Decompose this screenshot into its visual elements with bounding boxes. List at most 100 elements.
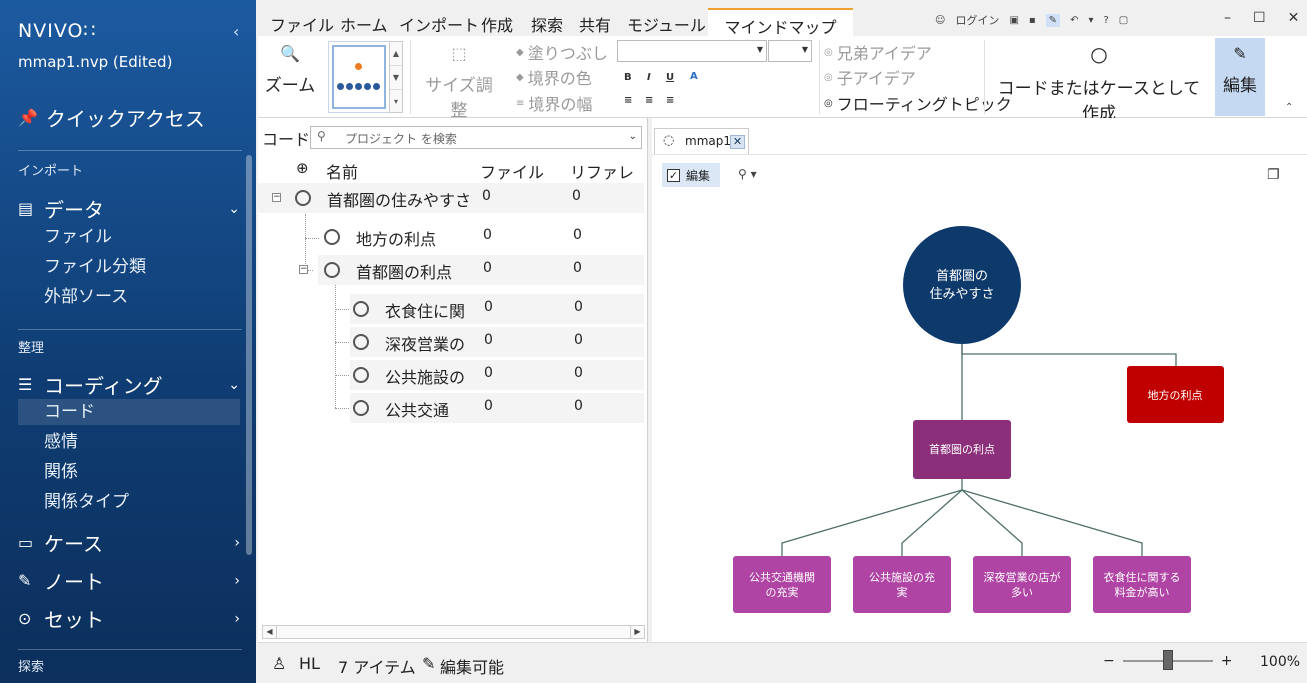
group-notes[interactable]: ✎ ノート › (18, 566, 242, 595)
add-column-icon[interactable]: ⊕ (296, 159, 309, 177)
column-header-name[interactable]: 名前 (326, 163, 359, 182)
quick-access[interactable]: 📌 クイックアクセス (18, 103, 205, 132)
italic-button[interactable]: I (647, 72, 651, 83)
comment-icon[interactable]: ▢ (1118, 14, 1129, 26)
zoom-button[interactable]: 🔍 ズーム (264, 44, 316, 96)
maximize-icon[interactable]: ☐ (1253, 10, 1266, 26)
section-explore[interactable]: 探索 (18, 660, 45, 675)
root-node[interactable] (903, 226, 1021, 344)
sidebar-item-relationships[interactable]: 関係 (44, 462, 78, 482)
create-as-code-button[interactable]: ○ コードまたはケースとして作成 (994, 44, 1204, 124)
tab-file[interactable]: ファイル (270, 16, 335, 35)
chevron-down-icon[interactable]: ⌄ (628, 131, 637, 142)
underline-button[interactable]: U (666, 72, 675, 83)
zoom-out-button[interactable]: − (1103, 653, 1115, 669)
align-left-icon[interactable]: ≡ (624, 95, 633, 106)
document-tab-mmap1[interactable]: ◌ mmap1 ✕ (654, 128, 749, 154)
table-row[interactable]: 公共交通 0 0 (350, 393, 644, 423)
zoom-in-button[interactable]: + (1220, 653, 1233, 669)
horizontal-scrollbar[interactable]: ◀ ▶ (262, 625, 645, 639)
close-icon[interactable]: ✕ (1287, 10, 1300, 26)
tab-import[interactable]: インポート (399, 16, 480, 35)
night-business-node[interactable] (973, 556, 1071, 613)
fill-button[interactable]: ◆ 塗りつぶし (516, 40, 608, 64)
user-icon[interactable]: ☺ (935, 14, 946, 26)
font-family-select[interactable]: ▼ (617, 40, 767, 62)
tab-share[interactable]: 共有 (579, 16, 612, 35)
local-benefits-node[interactable] (1127, 366, 1224, 423)
table-row[interactable]: − 首都圏の利点 0 0 (299, 255, 644, 285)
group-coding[interactable]: ☰ コーディング ⌄ (18, 370, 242, 399)
transit-node[interactable] (733, 556, 831, 613)
collapse-sidebar-icon[interactable]: ‹ (233, 22, 240, 41)
table-row[interactable]: 深夜営業の 0 0 (350, 327, 644, 357)
login-link[interactable]: ログイン (955, 14, 1000, 27)
help-icon[interactable]: ? (1103, 14, 1109, 26)
tab-explore[interactable]: 探索 (531, 16, 564, 35)
floating-topic-button[interactable]: ◎ フローティングトピック (824, 91, 1012, 115)
table-row[interactable]: 衣食住に関 0 0 (350, 294, 644, 324)
resize-button[interactable]: ⬚ サイズ調整 (418, 44, 500, 121)
zoom-slider-track[interactable] (1122, 650, 1213, 670)
align-center-icon[interactable]: ≡ (645, 95, 654, 106)
close-tab-icon[interactable]: ✕ (730, 135, 745, 149)
restore-window-icon[interactable]: ❐ (1267, 167, 1280, 183)
collapse-node-icon[interactable]: − (272, 192, 281, 202)
group-sets[interactable]: ⊙ セット › (18, 604, 242, 633)
column-header-files[interactable]: ファイル (480, 163, 545, 182)
section-import[interactable]: インポート (18, 164, 84, 179)
gallery-down-icon[interactable]: ▼ (390, 66, 402, 90)
sidebar-item-external-sources[interactable]: 外部ソース (44, 287, 129, 307)
border-color-button[interactable]: ◆ 境界の色 (516, 65, 592, 89)
tab-modules[interactable]: モジュール (627, 16, 706, 35)
word-icon[interactable]: ▣ (1009, 14, 1019, 26)
layout-gallery[interactable] (328, 41, 390, 113)
zoom-slider-thumb[interactable] (1162, 650, 1173, 670)
facility-node[interactable] (853, 556, 951, 613)
sidebar-item-codes[interactable]: コード (18, 399, 240, 425)
scroll-left-icon[interactable]: ◀ (263, 626, 277, 638)
align-right-icon[interactable]: ≡ (666, 95, 675, 106)
sidebar-item-sentiment[interactable]: 感情 (44, 432, 78, 452)
scroll-right-icon[interactable]: ▶ (630, 626, 644, 638)
undo-icon[interactable]: ↶ (1070, 14, 1079, 26)
sidebar-item-file-classifications[interactable]: ファイル分類 (44, 257, 146, 277)
save-icon[interactable]: ▪ (1028, 14, 1036, 26)
group-cases[interactable]: ▭ ケース › (18, 528, 242, 557)
group-data[interactable]: ▤ データ ⌄ (18, 194, 242, 223)
font-size-select[interactable]: ▼ (768, 40, 812, 62)
border-width-button[interactable]: ≡ 境界の幅 (516, 91, 592, 115)
zoom-dropdown-icon[interactable]: ⚲ ▾ (738, 167, 757, 181)
living-cost-node[interactable] (1093, 556, 1191, 613)
table-row[interactable]: 公共施設の 0 0 (350, 360, 644, 390)
child-idea-button[interactable]: ◎ 子アイデア (824, 65, 916, 89)
sidebar-item-files[interactable]: ファイル (44, 227, 112, 247)
mindmap-canvas[interactable]: 首都圏の 住みやすさ 地方の利点 首都圏の利点 公共交通機関 の充実 公共施設の… (652, 118, 1307, 642)
collapse-node-icon[interactable]: − (299, 264, 308, 274)
tab-create[interactable]: 作成 (481, 16, 514, 35)
table-row[interactable]: − 首都圏の住みやすさ 0 0 (258, 183, 644, 213)
minimize-icon[interactable]: – (1224, 10, 1231, 26)
chevron-right-icon: › (234, 572, 240, 589)
bold-button[interactable]: B (624, 72, 632, 83)
metro-benefits-node[interactable] (913, 420, 1011, 479)
edit-pencil-icon[interactable]: ✎ (1045, 13, 1061, 27)
customize-icon[interactable]: ▾ (1088, 14, 1094, 26)
font-color-button[interactable]: A (690, 71, 698, 82)
project-search-input[interactable]: ⚲ プロジェクト を検索 ⌄ (310, 126, 642, 149)
table-row[interactable]: 地方の利点 0 0 (258, 222, 644, 252)
gallery-up-icon[interactable]: ▲ (390, 42, 402, 66)
sidebar-item-relationship-types[interactable]: 関係タイプ (44, 492, 129, 512)
layout-thumbnail-selected[interactable] (332, 45, 386, 109)
gallery-more-icon[interactable]: ▾ (393, 97, 398, 106)
edit-mode-button[interactable]: ✎ 編集 (1215, 38, 1265, 116)
sidebar-scrollbar[interactable] (246, 155, 252, 555)
tab-mindmap[interactable]: マインドマップ (708, 8, 853, 37)
sibling-idea-button[interactable]: ◎ 兄弟アイデア (824, 40, 932, 64)
tab-home[interactable]: ホーム (340, 16, 388, 35)
zoom-slider[interactable]: − + (1103, 650, 1233, 670)
collapse-ribbon-icon[interactable]: ⌃ (1285, 102, 1294, 113)
section-organize[interactable]: 整理 (18, 341, 45, 356)
edit-checkbox[interactable]: ✓ 編集 (662, 163, 720, 187)
gallery-scroller[interactable]: ▲ ▼ ▾ (389, 41, 403, 113)
